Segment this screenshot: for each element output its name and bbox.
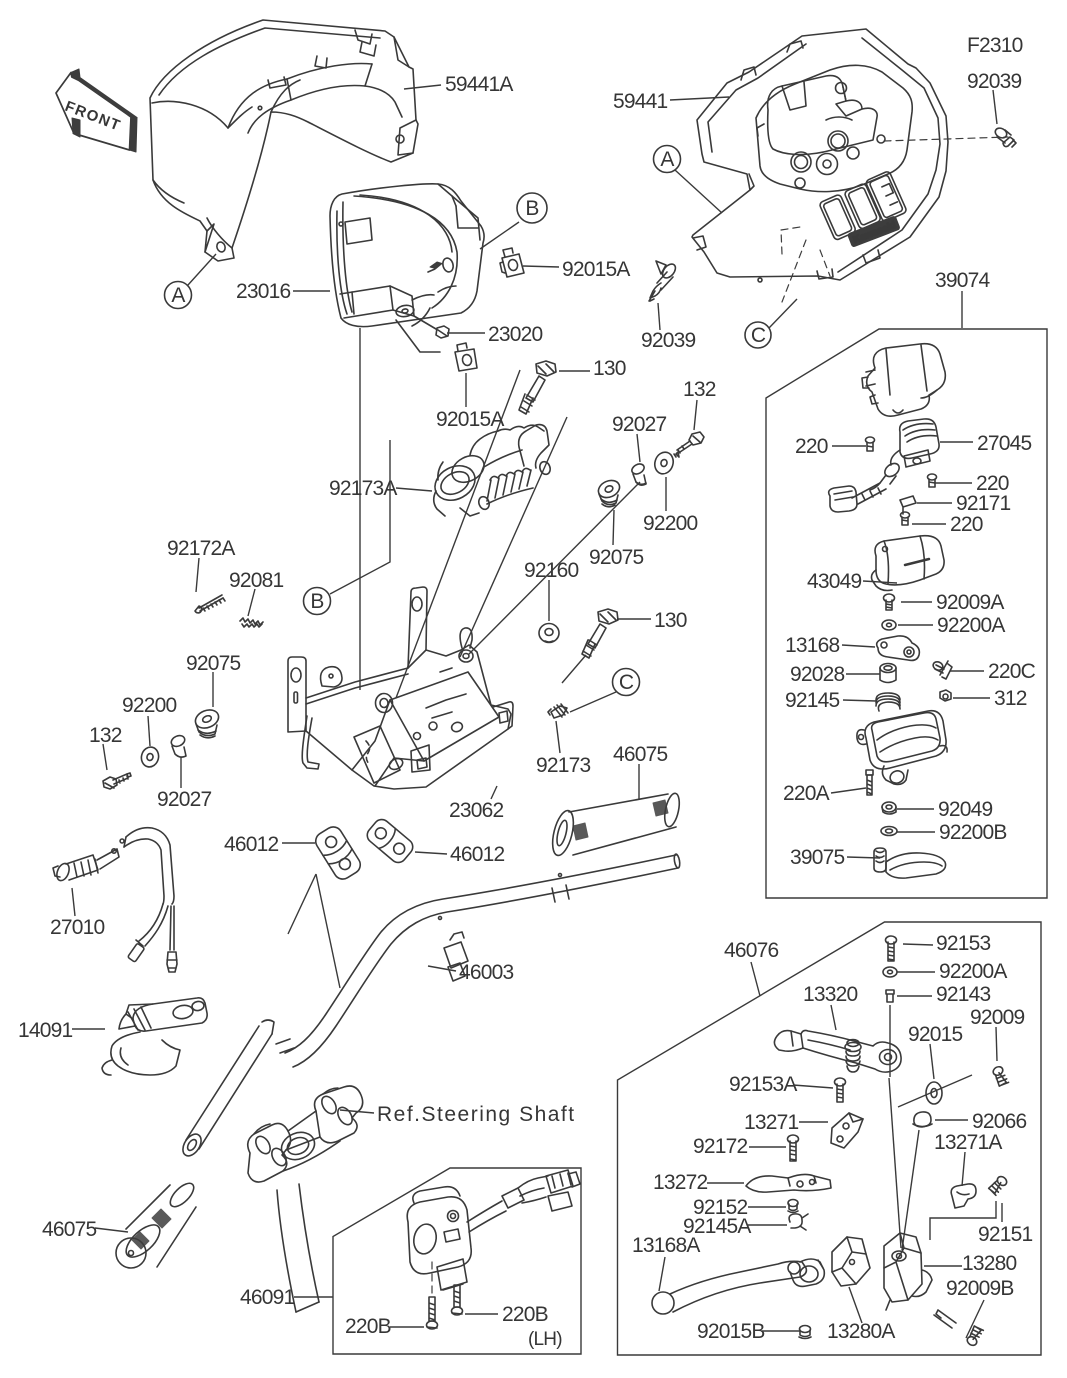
- svg-text:59441: 59441: [613, 90, 668, 113]
- svg-text:92173: 92173: [536, 754, 591, 777]
- svg-text:130: 130: [654, 609, 687, 632]
- svg-text:46075: 46075: [613, 743, 668, 766]
- svg-text:92200: 92200: [643, 512, 698, 535]
- svg-text:13320: 13320: [803, 983, 858, 1006]
- svg-text:59441A: 59441A: [445, 73, 513, 96]
- svg-text:92152: 92152: [693, 1196, 748, 1219]
- svg-text:14091: 14091: [18, 1019, 73, 1042]
- svg-text:132: 132: [89, 724, 122, 747]
- svg-text:Ref.Steering Shaft: Ref.Steering Shaft: [377, 1103, 576, 1126]
- svg-text:220A: 220A: [783, 782, 830, 805]
- svg-text:220B: 220B: [345, 1315, 391, 1338]
- svg-text:13280A: 13280A: [827, 1320, 895, 1343]
- svg-text:92009: 92009: [970, 1006, 1025, 1029]
- svg-text:92172: 92172: [693, 1135, 748, 1158]
- svg-text:92075: 92075: [589, 546, 644, 569]
- svg-text:92039: 92039: [641, 329, 696, 352]
- svg-text:23062: 23062: [449, 799, 504, 822]
- svg-text:13271: 13271: [744, 1111, 799, 1134]
- svg-text:46012: 46012: [450, 843, 505, 866]
- svg-text:92039: 92039: [967, 70, 1022, 93]
- svg-text:92075: 92075: [186, 652, 241, 675]
- svg-text:39074: 39074: [935, 269, 991, 292]
- svg-text:92028: 92028: [790, 663, 845, 686]
- svg-text:92172A: 92172A: [167, 537, 235, 560]
- svg-text:B: B: [525, 197, 538, 220]
- svg-text:(LH): (LH): [528, 1329, 562, 1350]
- svg-text:13271A: 13271A: [934, 1131, 1002, 1154]
- svg-text:92200: 92200: [122, 694, 177, 717]
- svg-text:92200A: 92200A: [939, 960, 1007, 983]
- svg-text:220: 220: [795, 435, 828, 458]
- svg-text:39075: 39075: [790, 846, 845, 869]
- svg-text:13280: 13280: [962, 1252, 1017, 1275]
- svg-text:130: 130: [593, 357, 626, 380]
- svg-text:27010: 27010: [50, 916, 105, 939]
- svg-text:312: 312: [994, 687, 1027, 710]
- svg-text:C: C: [751, 324, 766, 347]
- svg-text:92151: 92151: [978, 1223, 1033, 1246]
- svg-text:46076: 46076: [724, 939, 779, 962]
- svg-text:13168A: 13168A: [632, 1234, 700, 1257]
- svg-text:92143: 92143: [936, 983, 991, 1006]
- svg-text:92009A: 92009A: [936, 591, 1004, 614]
- svg-text:92015: 92015: [908, 1023, 963, 1046]
- svg-text:92173A: 92173A: [329, 477, 397, 500]
- svg-text:92171: 92171: [956, 492, 1011, 515]
- svg-text:92145: 92145: [785, 689, 840, 712]
- svg-text:92066: 92066: [972, 1110, 1027, 1133]
- svg-text:27045: 27045: [977, 432, 1032, 455]
- svg-text:C: C: [619, 671, 634, 694]
- svg-text:220B: 220B: [502, 1303, 548, 1326]
- svg-text:92081: 92081: [229, 569, 284, 592]
- svg-text:92153A: 92153A: [729, 1073, 797, 1096]
- svg-text:46012: 46012: [224, 833, 279, 856]
- svg-text:23020: 23020: [488, 323, 543, 346]
- svg-text:F2310: F2310: [967, 34, 1023, 57]
- svg-text:92153: 92153: [936, 932, 991, 955]
- svg-text:13272: 13272: [653, 1171, 708, 1194]
- svg-text:46003: 46003: [459, 961, 514, 984]
- svg-text:92015A: 92015A: [436, 408, 504, 431]
- svg-text:92027: 92027: [157, 788, 212, 811]
- svg-text:92200A: 92200A: [937, 614, 1005, 637]
- svg-text:B: B: [310, 590, 323, 613]
- svg-text:92049: 92049: [938, 798, 993, 821]
- svg-text:220: 220: [976, 472, 1009, 495]
- svg-text:220: 220: [950, 513, 983, 536]
- svg-text:132: 132: [683, 378, 716, 401]
- svg-text:92027: 92027: [612, 413, 667, 436]
- svg-text:23016: 23016: [236, 280, 291, 303]
- svg-text:92015B: 92015B: [697, 1320, 765, 1343]
- svg-text:92200B: 92200B: [939, 821, 1007, 844]
- svg-text:43049: 43049: [807, 570, 862, 593]
- svg-text:46075: 46075: [42, 1218, 97, 1241]
- svg-text:92145A: 92145A: [683, 1215, 751, 1238]
- svg-text:220C: 220C: [988, 660, 1036, 683]
- svg-text:92009B: 92009B: [946, 1277, 1014, 1300]
- svg-text:92015A: 92015A: [562, 258, 630, 281]
- svg-text:A: A: [171, 284, 185, 307]
- svg-text:46091: 46091: [240, 1286, 295, 1309]
- svg-text:13168: 13168: [785, 634, 840, 657]
- svg-text:A: A: [660, 148, 674, 171]
